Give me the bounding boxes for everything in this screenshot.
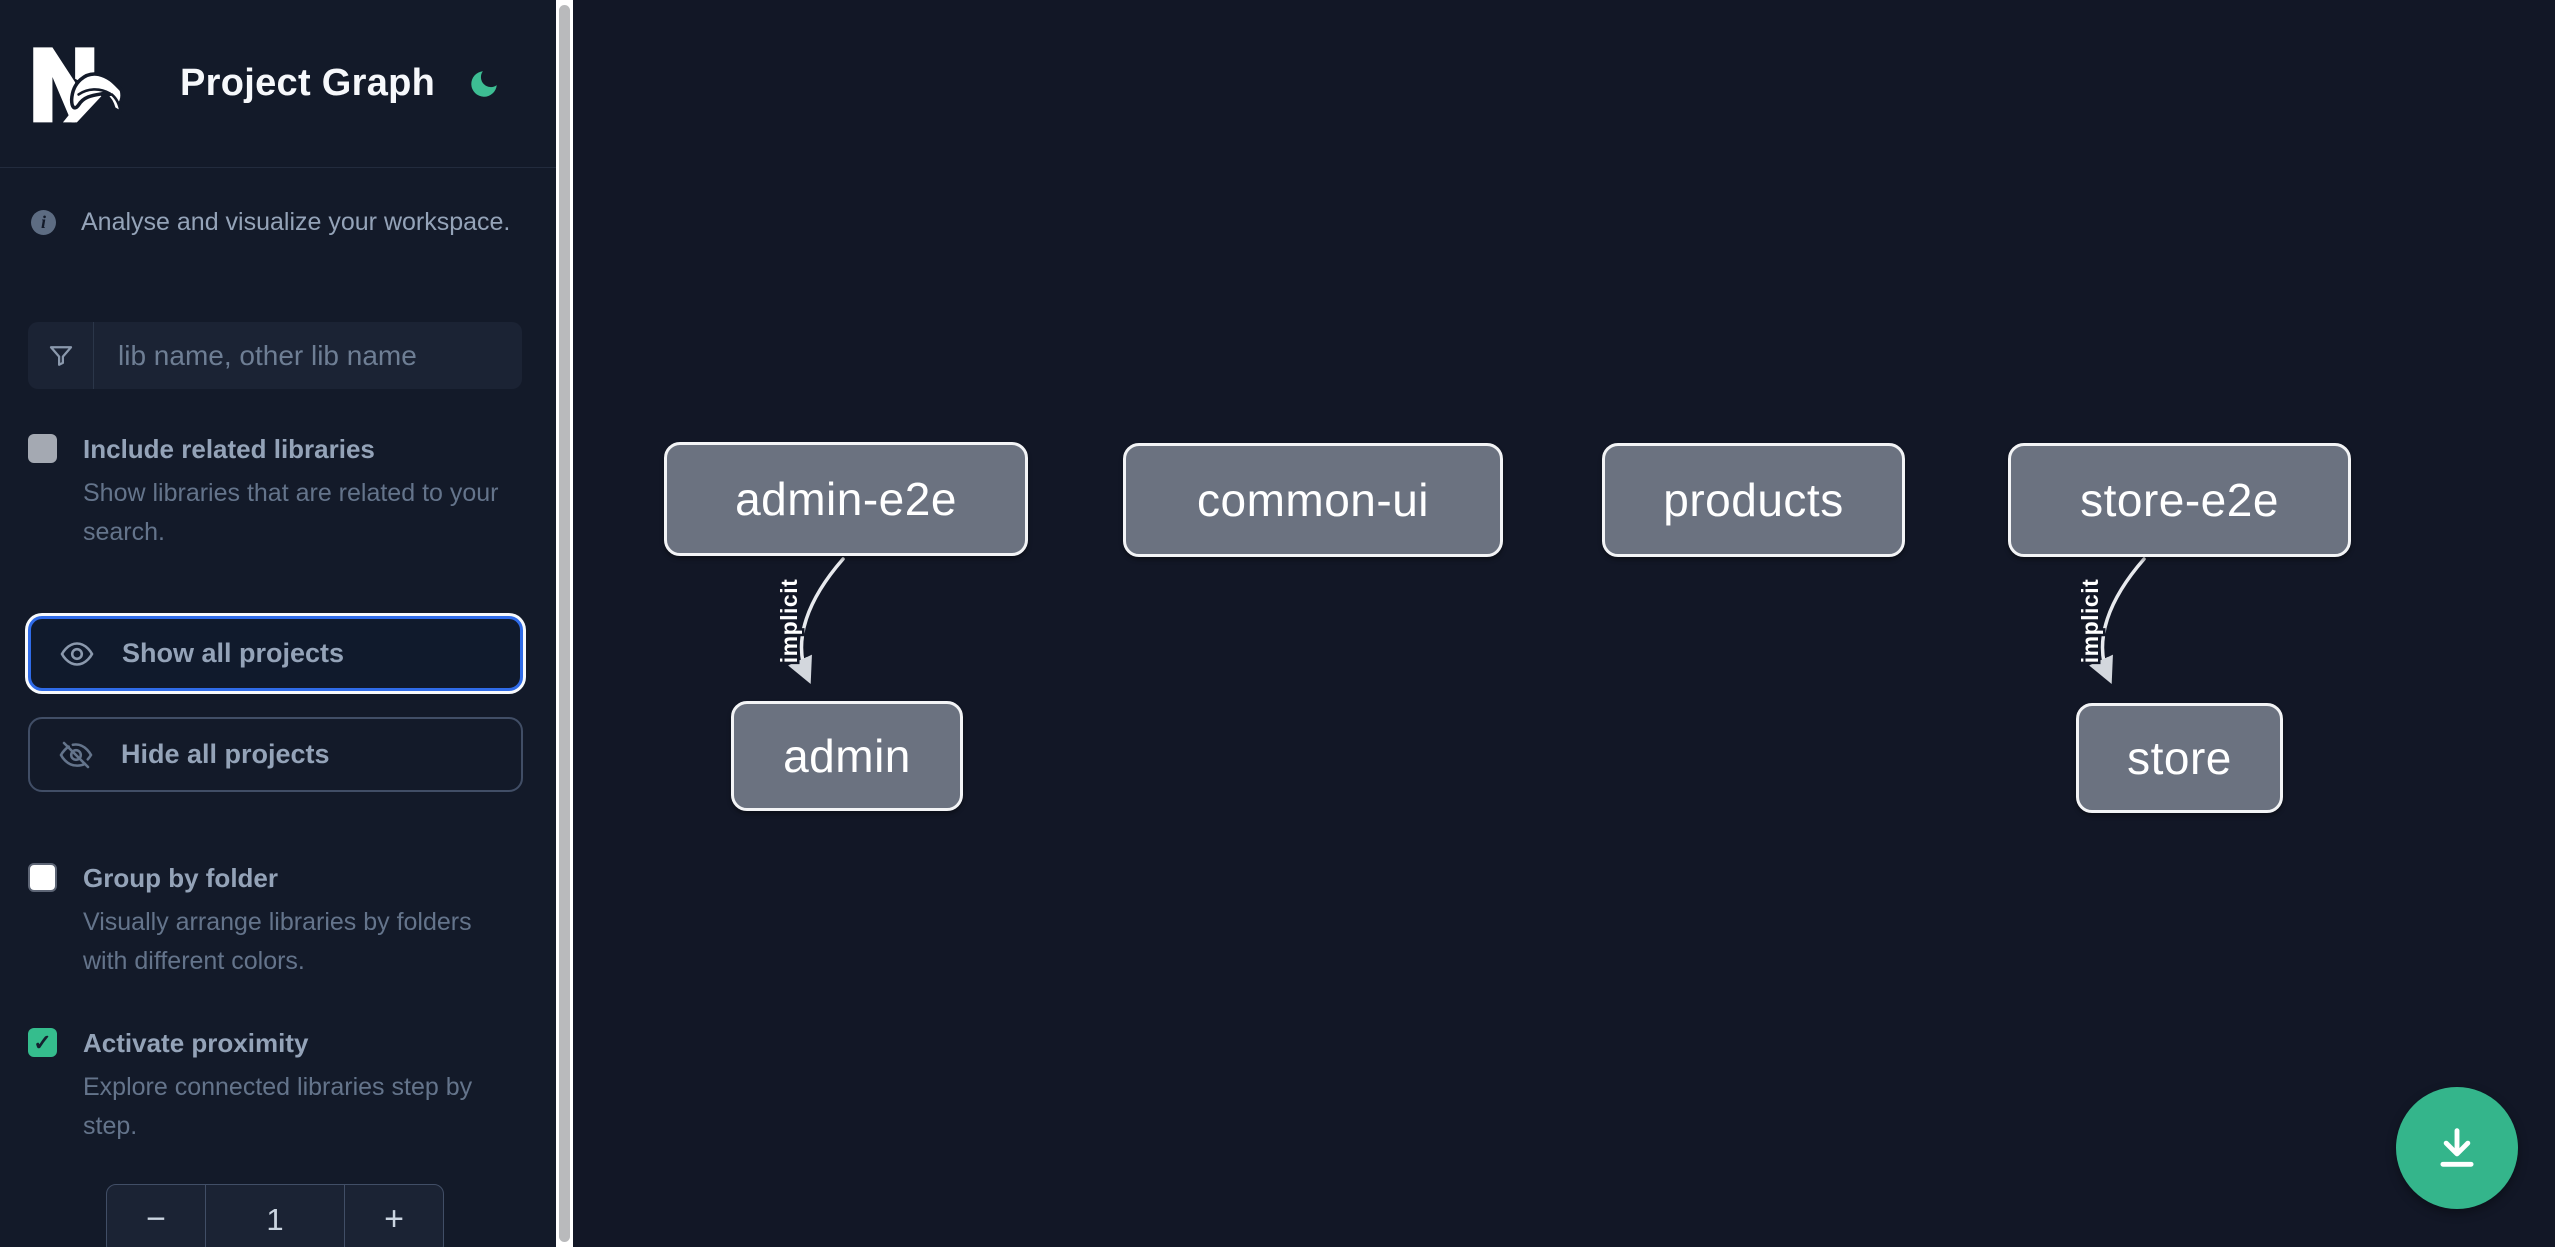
- workspace-info-text: Analyse and visualize your workspace.: [81, 208, 511, 236]
- edge-label-admin-e2e-to-admin: implicit: [776, 579, 802, 664]
- activate-proximity-description: Explore connected libraries step by step…: [83, 1073, 473, 1140]
- sidebar-scrollbar-track: [556, 0, 573, 1247]
- funnel-icon: [28, 322, 94, 389]
- hide-all-projects-button[interactable]: Hide all projects: [28, 717, 523, 792]
- download-graph-button[interactable]: [2396, 1087, 2518, 1209]
- include-related-description: Show libraries that are related to your …: [83, 479, 499, 546]
- show-all-projects-label: Show all projects: [122, 638, 345, 668]
- graph-node-store-e2e[interactable]: store-e2e: [2008, 443, 2351, 557]
- theme-toggle-button[interactable]: [464, 64, 504, 104]
- sidebar-scrollbar-thumb[interactable]: [559, 5, 570, 1242]
- eye-off-icon: [59, 741, 93, 768]
- activate-proximity-checkbox[interactable]: ✓: [28, 1028, 57, 1057]
- graph-node-products[interactable]: products: [1602, 443, 1905, 557]
- info-icon: i: [31, 210, 56, 235]
- activate-proximity-toggle: ✓ Activate proximity Explore connected l…: [0, 1027, 556, 1146]
- graph-node-admin[interactable]: admin: [731, 701, 963, 811]
- search-input[interactable]: [94, 322, 522, 389]
- page-title: Project Graph: [180, 62, 436, 104]
- proximity-decrement-button[interactable]: −: [107, 1185, 205, 1247]
- group-by-folder-checkbox[interactable]: ✓: [28, 863, 57, 892]
- proximity-value: 1: [205, 1185, 345, 1247]
- download-icon: [2440, 1128, 2474, 1167]
- graph-viewport[interactable]: implicit implicit admin-e2e common-ui produ…: [573, 0, 2555, 1247]
- graph-edges-layer: implicit implicit: [774, 557, 2146, 684]
- proximity-increment-button[interactable]: +: [345, 1185, 443, 1247]
- workspace-info-row: i Analyse and visualize your workspace.: [0, 208, 556, 237]
- graph-edge-store-e2e-to-store[interactable]: [2088, 557, 2146, 684]
- graph-node-store[interactable]: store: [2076, 703, 2283, 813]
- hide-all-projects-label: Hide all projects: [121, 739, 330, 769]
- group-by-folder-toggle: ✓ Group by folder Visually arrange libra…: [0, 862, 556, 981]
- nx-logo-icon: [33, 46, 124, 122]
- show-all-projects-button[interactable]: Show all projects: [28, 616, 523, 691]
- graph-node-admin-e2e[interactable]: admin-e2e: [664, 442, 1028, 556]
- sidebar: Project Graph i Analyse and visualize yo…: [0, 0, 556, 1247]
- group-by-folder-description: Visually arrange libraries by folders wi…: [83, 908, 472, 975]
- search-box: [28, 322, 522, 389]
- group-by-folder-label: Group by folder: [83, 863, 278, 893]
- moon-icon: [471, 70, 497, 97]
- graph-node-common-ui[interactable]: common-ui: [1123, 443, 1503, 557]
- eye-icon: [60, 641, 94, 666]
- include-related-toggle: ✓ Include related libraries Show librari…: [0, 433, 556, 552]
- include-related-checkbox[interactable]: ✓: [28, 434, 57, 463]
- proximity-stepper: − 1 +: [106, 1184, 444, 1247]
- activate-proximity-label: Activate proximity: [83, 1028, 309, 1058]
- edge-label-store-e2e-to-store: implicit: [2077, 579, 2103, 664]
- include-related-label: Include related libraries: [83, 434, 375, 464]
- graph-edge-admin-e2e-to-admin[interactable]: [787, 557, 845, 684]
- sidebar-header: Project Graph: [0, 0, 556, 168]
